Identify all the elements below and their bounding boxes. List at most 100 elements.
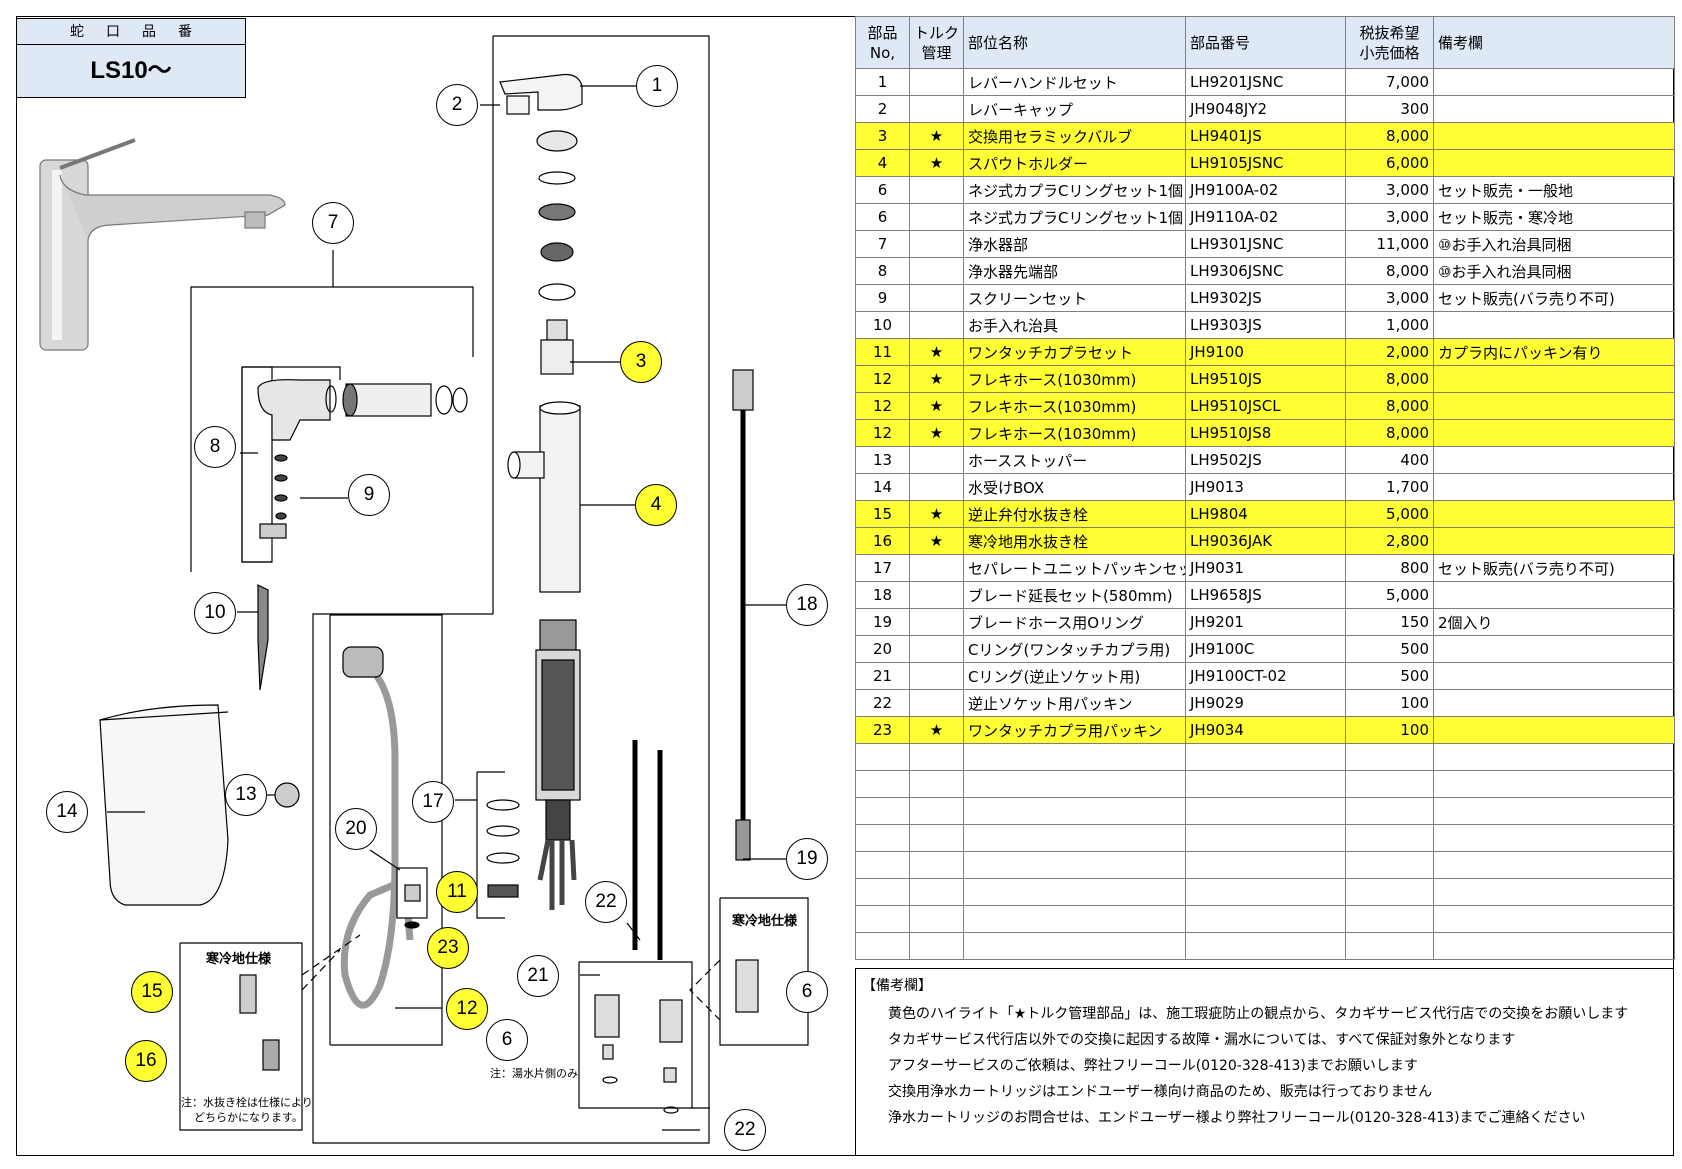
header-torque: トルク 管理 [909,16,964,69]
cell-part-number: JH9029 [1185,689,1346,717]
cell-part-no [855,932,910,960]
table-row [855,824,1675,852]
cell-torque-star [909,797,964,825]
callout-16[interactable]: 16 [125,1040,167,1082]
callout-17[interactable]: 17 [412,781,454,823]
callout-13[interactable]: 13 [225,774,267,816]
callout-3[interactable]: 3 [620,341,662,383]
callout-8[interactable]: 8 [194,426,236,468]
cell-torque-star [909,743,964,771]
cell-note [1433,122,1675,150]
cell-part-no [855,797,910,825]
cell-part-name: セパレートユニットパッキンセット [963,554,1186,582]
cell-torque-star: ★ [909,500,964,528]
cell-part-name [963,878,1186,906]
cell-part-number: LH9510JS8 [1185,419,1346,447]
callout-11[interactable]: 11 [436,871,478,913]
cell-note: セット販売・寒冷地 [1433,203,1675,231]
cell-part-number [1185,770,1346,798]
callout-9[interactable]: 9 [348,474,390,516]
remarks-section: 【備考欄】 黄色のハイライト「★トルク管理部品」は、施工瑕疵防止の観点から、タカ… [855,968,1674,1156]
cell-price: 800 [1345,554,1434,582]
cell-price: 8,000 [1345,122,1434,150]
model-label: 蛇口品番 [17,19,245,45]
cell-torque-star [909,932,964,960]
table-row [855,878,1675,906]
cell-torque-star [909,689,964,717]
cell-part-number: LH9658JS [1185,581,1346,609]
cell-part-no: 4 [855,149,910,177]
cell-note [1433,473,1675,501]
cell-part-name: スクリーンセット [963,284,1186,312]
callout-22-bottom[interactable]: 22 [724,1109,766,1151]
cell-part-number: LH9303JS [1185,311,1346,339]
cell-part-name: スパウトホルダー [963,149,1186,177]
callout-21[interactable]: 21 [517,955,559,997]
cell-note [1433,446,1675,474]
cell-part-name [963,824,1186,852]
callout-10[interactable]: 10 [194,592,236,634]
header-note: 備考欄 [1433,16,1675,69]
callout-18[interactable]: 18 [786,584,828,626]
cell-torque-star: ★ [909,338,964,366]
cell-part-no: 22 [855,689,910,717]
cell-torque-star: ★ [909,419,964,447]
cell-note [1433,797,1675,825]
cell-part-no: 3 [855,122,910,150]
callout-7[interactable]: 7 [312,202,354,244]
callout-22-top[interactable]: 22 [585,881,627,923]
callout-15[interactable]: 15 [131,971,173,1013]
cell-part-name: フレキホース(1030mm) [963,365,1186,393]
cell-torque-star [909,446,964,474]
cell-price: 3,000 [1345,203,1434,231]
cell-price: 6,000 [1345,149,1434,177]
callout-14[interactable]: 14 [46,791,88,833]
cell-part-number: LH9302JS [1185,284,1346,312]
callout-2[interactable]: 2 [436,84,478,126]
cold-spec-right-title: 寒冷地仕様 [732,914,798,929]
cell-part-number: JH9034 [1185,716,1346,744]
table-row [855,743,1675,771]
cell-price: 500 [1345,662,1434,690]
cell-part-no: 1 [855,68,910,96]
cell-part-number: LH9105JSNC [1185,149,1346,177]
cell-part-no: 23 [855,716,910,744]
cell-note [1433,68,1675,96]
cell-part-no: 11 [855,338,910,366]
cell-part-name: レバーハンドルセット [963,68,1186,96]
drain-note-line1: 注：水抜き栓は仕様により [181,1096,313,1109]
callout-1[interactable]: 1 [636,65,678,107]
header-part-no: 部品 No, [855,16,910,69]
remarks-line-5: 浄水カートリッジのお問合せは、エンドユーザー様より弊社フリーコール(0120-3… [888,1110,1586,1126]
cell-part-name [963,743,1186,771]
callout-12[interactable]: 12 [446,988,488,1030]
table-row [855,905,1675,933]
cell-price: 2,800 [1345,527,1434,555]
cell-price [1345,743,1434,771]
callout-20[interactable]: 20 [335,808,377,850]
exploded-diagram: 1 2 3 4 7 8 9 10 18 13 14 17 20 11 22 19… [39,35,828,1151]
cell-part-no: 17 [855,554,910,582]
cell-part-name: ブレードホース用Oリング [963,608,1186,636]
callout-23[interactable]: 23 [427,927,469,969]
callout-19[interactable]: 19 [786,838,828,880]
cell-torque-star [909,608,964,636]
callout-6-left[interactable]: 6 [486,1019,528,1061]
cell-part-name: ホースストッパー [963,446,1186,474]
cell-note [1433,500,1675,528]
cell-price [1345,932,1434,960]
header-price: 税抜希望 小売価格 [1345,16,1434,69]
cell-part-number: LH9510JS [1185,365,1346,393]
callout-4[interactable]: 4 [635,484,677,526]
callout-6-right[interactable]: 6 [786,971,828,1013]
hot-only-note: 注：湯水片側のみ [490,1067,578,1080]
cell-note [1433,365,1675,393]
